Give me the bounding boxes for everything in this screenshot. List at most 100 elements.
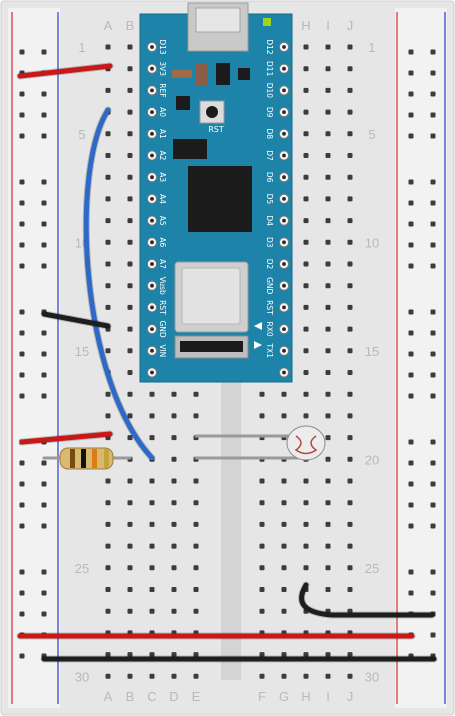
breadboard-hole [259,587,265,592]
breadboard-hole [19,372,25,378]
breadboard-hole [408,263,414,269]
breadboard-hole [127,413,133,419]
breadboard-hole [408,221,414,227]
reset-button-label: RST [208,125,224,134]
breadboard-hole [303,261,309,267]
header-pin-hole [282,110,286,114]
breadboard-hole [325,521,331,527]
breadboard-hole [347,87,353,93]
breadboard-hole [171,456,177,462]
breadboard-hole [127,196,133,202]
breadboard-hole [19,112,25,118]
breadboard-hole [408,590,414,596]
column-letter-bottom: J [347,689,354,704]
breadboard-hole [430,502,436,508]
pin-label-right: D10 [265,83,274,99]
breadboard-hole [281,391,287,397]
breadboard-hole [149,608,155,614]
breadboard-hole [430,330,436,336]
breadboard-hole [41,133,47,139]
breadboard-hole [171,478,177,484]
breadboard-hole [303,283,309,289]
breadboard-hole [325,87,331,93]
breadboard-hole [41,49,47,55]
breadboard-hole [149,435,155,441]
header-pin-hole [150,370,154,375]
photoresistor [286,425,326,461]
header-pin-hole [150,66,154,71]
breadboard-hole [430,200,436,206]
breadboard-hole [171,521,177,527]
header-pin-hole [282,370,286,375]
breadboard-hole [127,261,133,267]
pin-label-left: A0 [158,107,167,117]
breadboard-hole [325,673,331,679]
breadboard-hole [303,413,309,419]
breadboard-hole [303,87,309,93]
chip-regulator [176,96,190,110]
breadboard-hole [19,200,25,206]
breadboard-hole [303,174,309,180]
breadboard-hole [347,521,353,527]
breadboard-hole [347,370,353,375]
breadboard-hole [105,565,111,571]
breadboard-hole [303,66,309,72]
breadboard-hole [430,133,436,139]
breadboard-hole [127,131,133,137]
column-letter-bottom: E [192,689,201,704]
breadboard-hole [105,196,111,202]
breadboard-hole [105,652,111,658]
breadboard-hole [347,283,353,289]
wire-black-gnd-nano [41,311,111,329]
pin-label-left: A1 [158,129,167,139]
breadboard-hole [19,523,25,529]
breadboard-hole [408,481,414,487]
breadboard-hole [127,348,133,354]
breadboard-hole [41,569,47,575]
pin-label-right: D6 [265,172,274,183]
breadboard-hole [303,673,309,679]
header-pin-hole [282,197,286,201]
breadboard-hole [19,242,25,248]
breadboard-hole [347,478,353,484]
breadboard-hole [347,196,353,202]
wire-red-resistor [19,431,113,445]
breadboard-hole [41,351,47,357]
breadboard-hole [408,179,414,185]
breadboard-hole [127,543,133,549]
breadboard-hole [325,413,331,419]
header-pin-hole [150,153,154,158]
pin-label-right: D11 [265,61,274,77]
breadboard-hole [193,478,199,484]
breadboard-hole [105,543,111,549]
breadboard-hole [41,242,47,248]
header-pin-hole [282,175,286,180]
header-pin-hole [150,218,154,223]
breadboard-hole [19,49,25,55]
header-pin-hole [150,88,154,93]
breadboard-hole [303,304,309,310]
breadboard-hole [127,652,133,658]
breadboard-hole [347,174,353,180]
pin-label-right: TX1 [265,343,274,359]
breadboard-hole [430,481,436,487]
header-pin-hole [150,327,154,331]
breadboard-hole [408,309,414,315]
breadboard-hole [259,673,265,679]
header-pin-hole [150,110,154,114]
column-letter-bottom: H [301,689,310,704]
breadboard-hole [105,283,111,289]
breadboard-hole [171,543,177,549]
breadboard-hole [41,590,47,596]
breadboard-hole [105,44,111,50]
breadboard-hole [408,242,414,248]
header-pin-hole [282,218,286,223]
column-letter-bottom: F [258,689,266,704]
breadboard-hole [408,523,414,529]
row-number-right: 15 [365,344,379,359]
pin-label-right: GND [265,277,274,294]
breadboard-hole [149,413,155,419]
breadboard-hole [105,174,111,180]
breadboard-hole [19,309,25,315]
breadboard-hole [149,521,155,527]
